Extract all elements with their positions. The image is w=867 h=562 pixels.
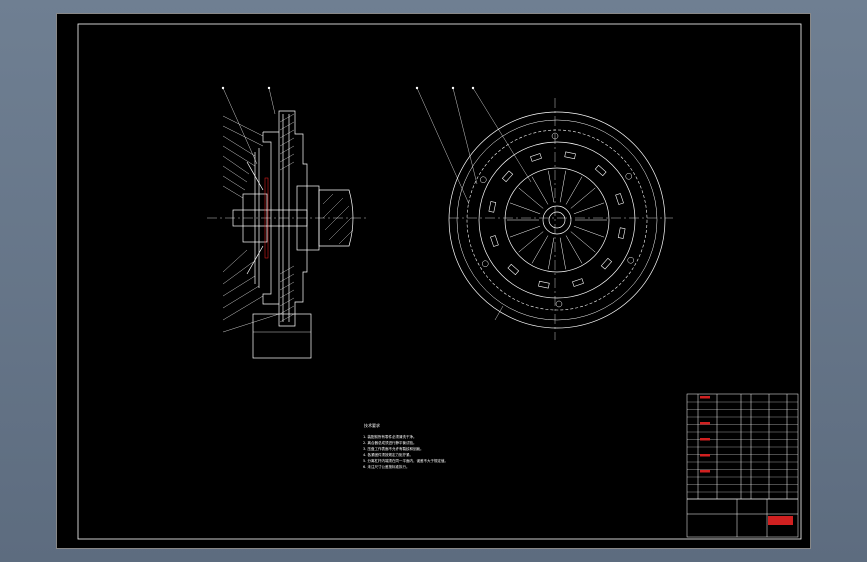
bolt-hole [627,257,634,264]
bolt-hole [482,260,489,267]
note-line: 3. 压盘工作表面不允许有裂纹和划痕。 [363,447,424,451]
clutch-cover [262,131,279,305]
diaphragm-finger [570,187,596,209]
cad-drawing-canvas [77,23,802,540]
diaphragm-finger [565,176,583,205]
parts-list-red-marks [700,396,710,473]
cover-slot [615,193,624,205]
diaphragm-finger [509,202,541,215]
note-line: 4. 各紧固件须按规定力矩拧紧。 [363,453,413,457]
bolt-holes [480,132,634,308]
diaphragm-fingers [507,170,607,270]
diaphragm-finger [531,176,549,205]
cover-slot [530,153,542,162]
notes-heading: 技术要求 [364,423,380,428]
bolt-hole [480,176,487,183]
diaphragm-finger [565,235,583,264]
title-stamp [768,516,793,525]
flywheel-hatching [279,113,295,323]
part-leaders-right [416,87,532,321]
diaphragm-finger [548,170,555,203]
hub-bore [542,205,572,235]
part-leaders-left [222,87,280,333]
diaphragm-finger [559,170,566,203]
cover-slot [490,235,499,247]
front-view [415,86,673,340]
flywheel-outer-ring [448,111,666,329]
cover-slot [538,280,550,289]
diaphragm-finger [573,225,605,238]
cover-slot [572,278,584,287]
input-shaft [232,209,308,227]
title-block [686,393,799,538]
note-line: 1. 装配前所有零件必须清洗干净。 [363,435,417,439]
friction-disc [254,148,260,288]
cover-slot [564,151,576,160]
note-line: 5. 分离杠杆内端须在同一平面内，误差不大于规定值。 [363,459,448,463]
diaphragm-spring [246,161,264,275]
diaphragm-finger [548,237,555,270]
parts-list-frame [686,393,799,538]
inner-frame [77,23,802,540]
crankshaft-end [318,189,354,247]
cover-slot [501,170,514,183]
cover-slots [488,151,626,289]
diaphragm-finger [531,235,549,264]
note-line: 6. 未注尺寸公差按标准执行。 [363,465,410,469]
cover-slot [488,201,497,213]
bolt-hole [551,132,559,140]
diaphragm-finger [573,202,605,215]
note-line: 2. 离合器总成须进行静平衡试验。 [363,441,417,445]
cover-outline [478,141,636,299]
housing-extension [252,313,312,359]
section-view [207,86,367,359]
diaphragm-finger [518,231,544,253]
diaphragm-finger [559,237,566,270]
cover-slot [594,164,607,177]
diaphragm-finger [509,225,541,238]
flywheel-section [278,110,308,327]
diaphragm-finger [570,231,596,253]
cover-slot [507,263,520,276]
clamp-ring [264,177,269,259]
bolt-hole [625,173,632,180]
bolt-hole [555,300,563,308]
ring-gear [466,129,648,311]
diaphragm-outer [504,167,610,273]
drawing-sheet: 技术要求 1. 装配前所有零件必须清洗干净。 2. 离合器总成须进行静平衡试验。 3… [56,13,811,549]
release-bearing [242,193,268,243]
cover-slot [617,227,626,239]
cover-slot [600,257,613,270]
diaphragm-finger [518,187,544,209]
